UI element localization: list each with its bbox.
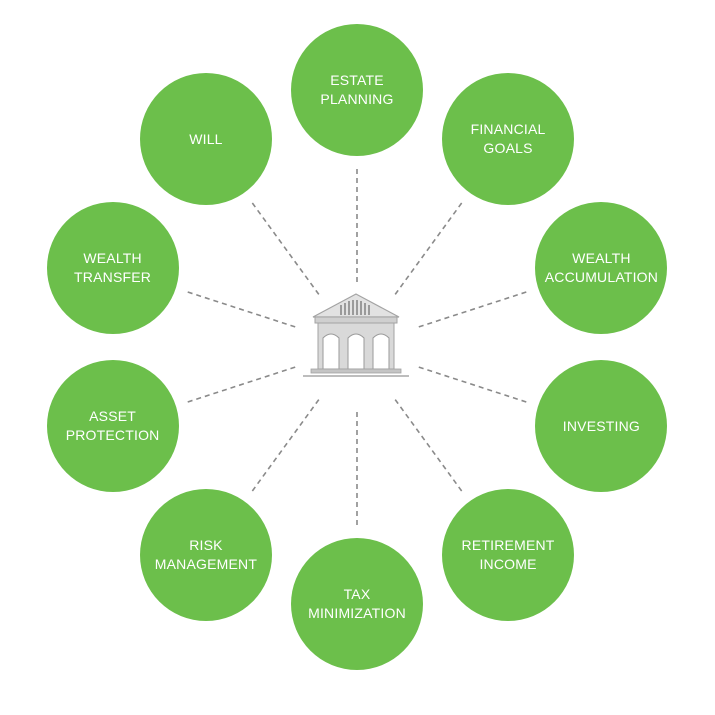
node-investing: INVESTING — [535, 360, 668, 493]
connector-wealth-transfer — [184, 290, 296, 328]
connector-wealth-accumulation — [418, 290, 530, 328]
node-estate-planning: ESTATE PLANNING — [291, 24, 423, 156]
node-label: FINANCIAL GOALS — [470, 121, 546, 157]
bank-building-icon — [291, 290, 421, 387]
node-label: ESTATE PLANNING — [320, 72, 394, 107]
node-label: WILL — [189, 130, 223, 147]
connector-will — [249, 200, 320, 295]
node-financial-goals: FINANCIAL GOALS — [442, 73, 575, 206]
node-wealth-accumulation: WEALTH ACCUMULATION — [535, 201, 668, 334]
node-asset-protection: ASSET PROTECTION — [46, 360, 179, 493]
connector-financial-goals — [394, 200, 465, 295]
node-tax-minimization: TAX MINIMIZATION — [291, 538, 423, 670]
node-will: WILL — [139, 73, 272, 206]
node-label: TAX MINIMIZATION — [308, 586, 406, 621]
connector-asset-protection — [184, 366, 296, 404]
node-retirement-income: RETIREMENT INCOME — [442, 488, 575, 621]
connector-retirement-income — [394, 399, 465, 494]
connector-investing — [418, 366, 530, 404]
node-label: ASSET PROTECTION — [65, 408, 160, 444]
connector-risk-management — [249, 399, 320, 494]
node-label: RISK MANAGEMENT — [154, 536, 258, 572]
node-label: INVESTING — [562, 417, 641, 434]
node-wealth-transfer: WEALTH TRANSFER — [46, 201, 179, 334]
node-label: WEALTH TRANSFER — [74, 249, 152, 285]
node-risk-management: RISK MANAGEMENT — [139, 488, 272, 621]
node-label: RETIREMENT INCOME — [461, 536, 555, 572]
node-label: WEALTH ACCUMULATION — [544, 249, 659, 285]
